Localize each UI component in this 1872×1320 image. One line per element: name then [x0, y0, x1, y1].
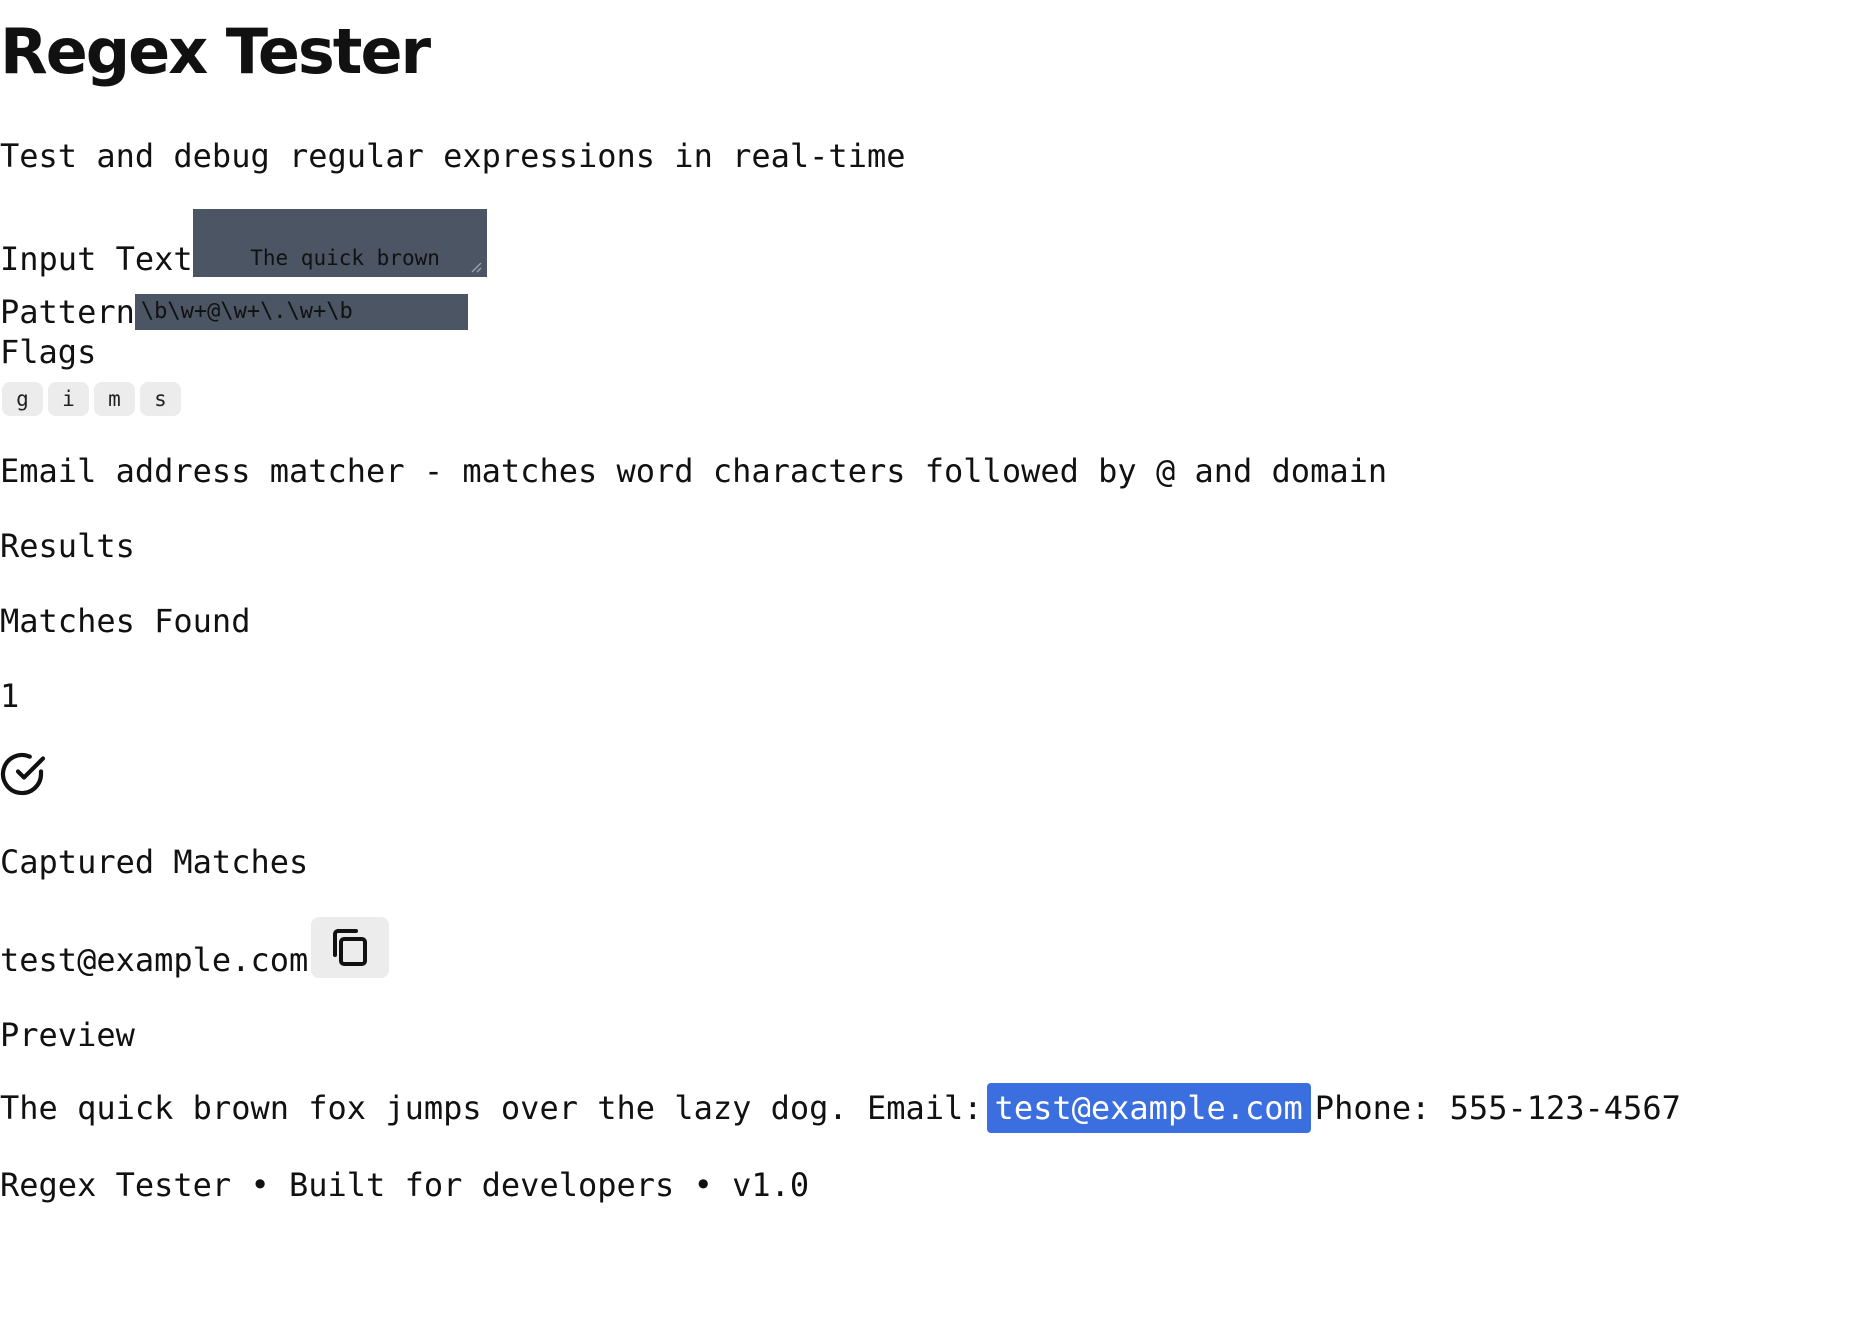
flag-i-button[interactable]: i — [48, 382, 89, 416]
captured-match-text: test@example.com — [0, 941, 309, 979]
matches-found-label: Matches Found — [0, 602, 251, 640]
copy-button[interactable] — [311, 917, 390, 978]
resize-grip-icon[interactable] — [470, 261, 482, 273]
preview-text-before: The quick brown fox jumps over the lazy … — [0, 1089, 983, 1127]
pattern-description: Email address matcher - matches word cha… — [0, 452, 1388, 490]
copy-icon — [333, 928, 368, 966]
captured-matches-heading: Captured Matches — [0, 843, 309, 881]
preview-text: The quick brown fox jumps over the lazy … — [0, 1083, 1681, 1133]
input-text-row: Input Text The quick brown fox jumps ove… — [0, 209, 487, 277]
pattern-row: Pattern \b\w+@\w+\.\w+\b — [0, 294, 468, 330]
check-circle-icon — [0, 752, 46, 796]
flag-toggles: g i m s — [2, 382, 181, 416]
captured-match-item: test@example.com — [0, 917, 390, 980]
input-text-label: Input Text — [0, 240, 193, 278]
preview-text-after: Phone: 555-123-4567 — [1314, 1089, 1681, 1127]
flag-s-button[interactable]: s — [140, 382, 181, 416]
flag-m-button[interactable]: m — [94, 382, 135, 416]
input-text-value: The quick brown fox jumps over the lazy — [200, 246, 440, 277]
match-count: 1 — [0, 677, 20, 715]
page-subtitle: Test and debug regular expressions in re… — [0, 137, 906, 175]
results-heading: Results — [0, 527, 135, 565]
flags-label: Flags — [0, 333, 97, 371]
footer-text: Regex Tester • Built for developers • v1… — [0, 1166, 810, 1204]
flag-g-button[interactable]: g — [2, 382, 43, 416]
page-title: Regex Tester — [0, 15, 431, 88]
pattern-input[interactable]: \b\w+@\w+\.\w+\b — [134, 294, 468, 330]
pattern-label: Pattern — [0, 293, 135, 331]
preview-heading: Preview — [0, 1016, 135, 1054]
input-text-area[interactable]: The quick brown fox jumps over the lazy — [192, 209, 487, 277]
preview-match-highlight: test@example.com — [986, 1083, 1311, 1133]
